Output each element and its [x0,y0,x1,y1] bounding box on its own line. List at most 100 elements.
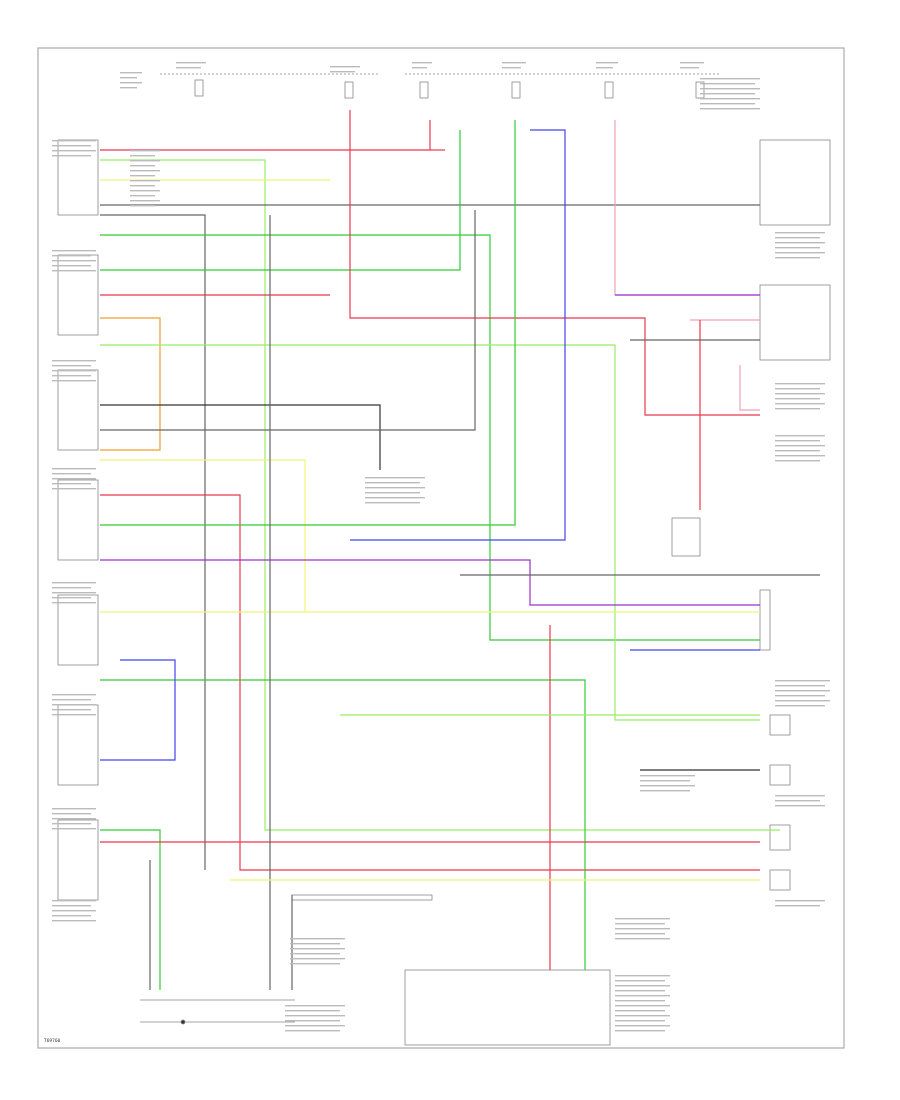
label-mark-13 [52,709,91,711]
wire-gray-13 [100,210,476,431]
label-mark-7 [700,93,755,95]
label-mark-14 [52,808,96,810]
label-mark-22 [775,795,825,797]
wire-pink-29 [739,365,760,411]
label-mark-23 [775,905,820,907]
label-mark-7 [700,88,760,90]
label-mark-15 [52,905,91,907]
label-mark-3 [412,67,427,69]
label-mark-25 [285,1030,340,1032]
label-mark-6 [680,62,704,64]
label-mark-20 [775,690,830,692]
label-mark-28 [130,195,155,197]
wire-gray-5 [100,214,206,870]
label-mark-27 [615,928,670,930]
label-mark-28 [130,165,155,167]
wire-pink-25 [614,120,760,296]
label-mark-1 [176,62,206,64]
label-mark-17 [775,242,825,244]
label-mark-12 [52,597,91,599]
wire-blue-21 [100,659,176,761]
wire-light_green-11 [100,344,760,721]
label-mark-0 [120,82,142,84]
label-mark-24 [290,958,345,960]
label-mark-16 [365,482,420,484]
label-mark-12 [52,587,91,589]
label-mark-19 [775,440,820,442]
label-mark-7 [700,98,760,100]
label-mark-25 [285,1010,340,1012]
label-mark-5 [596,67,613,69]
label-mark-24 [290,953,340,955]
label-mark-26 [615,985,670,987]
top-fuse-row [160,73,720,99]
label-mark-11 [52,468,96,470]
label-mark-24 [290,963,340,965]
label-mark-28 [130,175,155,177]
label-mark-11 [52,478,96,480]
wire-black-12 [100,404,381,470]
wire-blue-17 [350,129,566,541]
wire-green-16 [100,120,516,526]
wire-green-7 [100,130,461,271]
label-mark-8 [52,150,96,152]
wire-group [100,110,820,990]
label-mark-26 [615,980,665,982]
wire-orange-10 [100,317,161,451]
label-mark-2 [330,71,355,73]
label-mark-25 [285,1005,345,1007]
label-mark-18 [775,403,825,405]
label-mark-28 [130,185,155,187]
wire-yellow-14 [100,459,760,613]
label-mark-21 [640,785,695,787]
label-mark-8 [52,140,96,142]
label-mark-28 [130,150,160,152]
label-mark-25 [285,1025,345,1027]
label-mark-25 [285,1015,345,1017]
label-mark-26 [615,1005,670,1007]
label-mark-8 [52,145,91,147]
label-mark-26 [615,975,670,977]
label-mark-26 [615,1020,665,1022]
label-mark-0 [120,87,137,89]
label-mark-24 [290,948,345,950]
label-mark-18 [775,383,825,385]
wire-green-6 [100,234,760,641]
label-mark-18 [775,408,820,410]
label-mark-4 [502,67,521,69]
left-switch-column [57,139,99,901]
label-mark-2 [330,66,360,68]
label-mark-19 [775,460,820,462]
label-mark-17 [775,232,825,234]
label-mark-7 [700,83,755,85]
label-mark-21 [640,790,690,792]
label-mark-1 [176,67,201,69]
label-mark-20 [775,680,830,682]
label-mark-22 [775,800,820,802]
label-mark-28 [130,180,160,182]
label-mark-20 [775,695,825,697]
label-mark-3 [412,62,432,64]
diagram-code: T69760 [44,1038,61,1044]
wire-red-9 [349,110,760,416]
label-mark-9 [52,270,96,272]
label-mark-15 [52,910,96,912]
label-mark-13 [52,704,96,706]
label-mark-15 [52,900,96,902]
label-mark-11 [52,483,91,485]
label-marks [52,62,830,1032]
label-mark-16 [365,502,420,504]
label-mark-12 [52,602,96,604]
label-mark-28 [130,170,160,172]
label-mark-26 [615,990,665,992]
label-mark-15 [52,915,91,917]
label-mark-20 [775,685,825,687]
label-mark-16 [365,487,425,489]
label-mark-26 [615,1015,670,1017]
label-mark-12 [52,582,96,584]
label-mark-26 [615,995,670,997]
label-mark-10 [52,360,96,362]
label-mark-26 [615,1000,665,1002]
label-mark-27 [615,923,665,925]
label-mark-21 [640,775,695,777]
